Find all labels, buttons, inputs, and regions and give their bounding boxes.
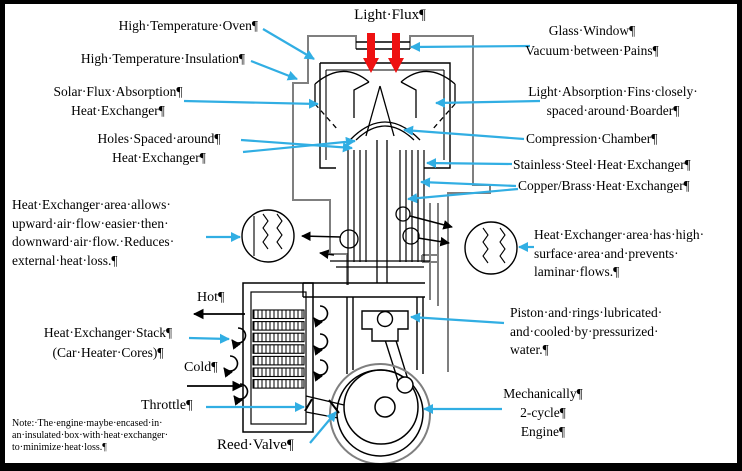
heat-exchanger-tubes [330,150,430,285]
piston [361,310,409,342]
hot-cold-flow-arrows [187,308,245,392]
arrow-reed-valve [309,411,337,444]
label-heat-exchanger-stack: Heat·Exchanger·Stack¶ (Car·Heater·Cores)… [43,325,173,360]
arrow-solar-flux-absorption [183,98,320,109]
oven-outer-wall [292,35,491,372]
label-light-flux: Light·Flux¶ [354,7,426,23]
cylinder [346,297,424,374]
heat-exchanger-stack [242,282,345,433]
label-stainless-steel: Stainless·Steel·Heat·Exchanger¶ [513,157,691,172]
arrow-compression-chamber [402,125,525,141]
label-high-temperature-oven: High·Temperature·Oven¶ [118,18,258,33]
detail-pointer-arrows [301,215,453,259]
arrow-copper-brass-2 [406,187,519,204]
crank-pin [396,376,414,394]
label-vacuum-between-pains: Vacuum·between·Pains¶ [525,43,659,58]
light-absorption-fins [314,70,456,131]
label-reed-valve: Reed·Valve¶ [217,437,294,453]
light-flux-arrows [363,33,404,73]
label-light-absorption-fins: Light·Absorption·Fins·closely· spaced·ar… [528,84,698,118]
label-hx-area-right: Heat·Exchanger·area·has·high· surface·ar… [534,227,705,280]
arrow-holes-spaced-1 [240,138,354,153]
arrow-high-temperature-oven [262,28,315,60]
label-compression-chamber: Compression·Chamber¶ [526,131,658,146]
oven-inner-chamber [319,62,451,169]
label-copper-brass: Copper/Brass·Heat·Exchanger¶ [518,178,690,193]
crank-hub [374,396,396,418]
label-2-cycle-engine: Mechanically¶ 2-cycle¶ Engine¶ [503,386,583,439]
stack-cores [252,309,305,389]
crankcase-flywheel [329,363,431,465]
arrow-high-temperature-insulation [250,59,298,81]
label-high-temperature-insulation: High·Temperature·Insulation¶ [80,51,245,66]
label-throttle: Throttle¶ [141,398,193,413]
label-holes-spaced: Holes·Spaced·around¶ Heat·Exchanger¶ [97,131,221,165]
label-piston-water: Piston·and·rings·lubricated· and·cooled·… [510,305,663,358]
arrow-heat-exchanger-stack [188,333,231,344]
wrist-pin [376,310,394,328]
air-swirl-arrows [223,305,329,406]
label-note: Note:·The·engine·maybe·encased·in· an·in… [12,418,169,453]
label-glass-window: Glass·Window¶ [548,23,636,38]
head-plate [302,282,425,298]
label-solar-flux-absorption: Solar·Flux·Absorption¶ Heat·Exchanger¶ [53,84,183,118]
arrow-copper-brass-1 [419,177,517,188]
magnifier-right-turbulent-fins [464,221,518,275]
reed-valve-part [328,399,340,414]
arrow-glass-window [409,41,531,52]
arrow-holes-spaced-2 [242,136,357,154]
label-hot: Hot¶ [197,290,225,305]
throttle-plate [304,398,313,412]
callout-arrows [183,28,541,444]
arrow-stainless-steel [425,158,513,169]
arrow-piston [409,312,505,325]
magnifier-left-turbulent-fins [241,209,295,263]
glass-window [356,41,410,50]
arrow-light-absorption-fins [434,97,541,108]
label-hx-area-left: Heat·Exchanger·area·allows· upward·air·f… [12,197,175,268]
tube-detail-circles [339,206,420,249]
label-cold: Cold¶ [184,360,218,375]
